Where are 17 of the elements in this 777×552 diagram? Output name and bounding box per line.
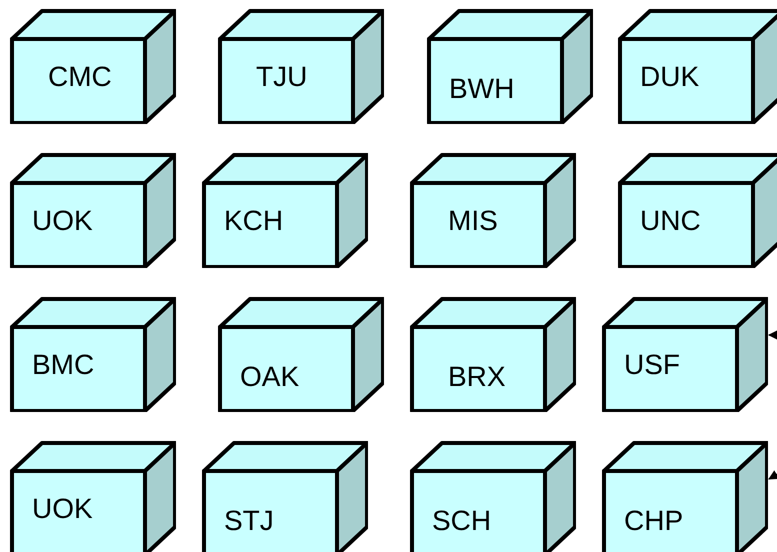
- site-code: MIS: [448, 207, 498, 235]
- site-code: CHP: [624, 507, 684, 535]
- site-code: KCH: [224, 207, 284, 235]
- site-code: BWH: [449, 75, 514, 103]
- site-code: TJU: [256, 63, 308, 91]
- site-code: SCH: [432, 507, 492, 535]
- site-code: STJ: [224, 507, 274, 535]
- arrow: [768, 330, 777, 340]
- site-code: UNC: [640, 207, 701, 235]
- site-code: BMC: [32, 351, 94, 379]
- site-code: DUK: [640, 63, 700, 91]
- site-code: UOK: [32, 207, 93, 235]
- site-code: UOK: [32, 495, 93, 523]
- site-code: CMC: [48, 63, 112, 91]
- site-code: USF: [624, 351, 680, 379]
- site-code: OAK: [240, 363, 300, 391]
- site-code: BRX: [448, 363, 506, 391]
